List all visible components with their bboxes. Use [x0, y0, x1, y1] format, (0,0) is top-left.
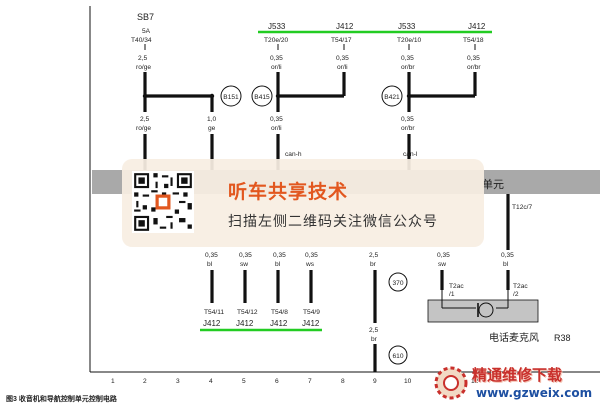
microphone-code: R38	[554, 333, 571, 343]
ground-size: 2,5	[369, 327, 378, 334]
low-color-4: ws	[305, 261, 315, 268]
overlay-subtitle: 扫描左侧二维码关注微信公众号	[228, 214, 438, 230]
mid-size-1: 2,5	[140, 116, 149, 123]
gear-logo-icon	[434, 366, 468, 400]
low-size-1: 0,35	[205, 252, 218, 259]
mid-size-4: 0,35	[401, 116, 414, 123]
top-color-3: or/br	[401, 64, 415, 71]
splice-b421	[381, 85, 403, 107]
top-size-4: 0,35	[467, 55, 480, 62]
splice-b415	[251, 85, 273, 107]
grid-10: 10	[404, 378, 412, 385]
low-color-6: sw	[438, 261, 446, 268]
microphone-label: 电话麦克风	[489, 331, 539, 344]
mic-pin-1-a: T2ac	[449, 283, 464, 290]
top-ref-4: J412	[468, 22, 486, 31]
grid-2: 2	[143, 378, 147, 385]
top-pin-4: T54/18	[463, 37, 484, 44]
fuse-rating: 5A	[142, 28, 151, 35]
low-size-7: 0,35	[501, 252, 514, 259]
low-pin-2: T54/12	[237, 309, 258, 316]
top-pin-2: T54/17	[331, 37, 352, 44]
splice-b151-label: B151	[223, 94, 239, 101]
top-ref-1: J533	[268, 22, 286, 31]
top-size-3: 0,35	[401, 55, 414, 62]
low-ref-4: J412	[302, 319, 320, 328]
fuse-name: SB7	[137, 12, 154, 22]
ground-ref-370	[388, 272, 408, 292]
top-color-4: or/br	[467, 64, 481, 71]
overlay-title: 听车共享技术	[228, 181, 349, 203]
low-size-5: 2,5	[369, 252, 378, 259]
fuse-wire-size: 2,5	[138, 55, 147, 62]
low-color-2: sw	[240, 261, 248, 268]
grid-8: 8	[341, 378, 345, 385]
low-color-1: bl	[207, 261, 213, 268]
mic-pin-1-b: /1	[449, 291, 455, 298]
fuse-wire-color: ro/ge	[136, 64, 151, 71]
top-color-1: or/li	[271, 64, 282, 71]
watermark-url: www.gzweix.com	[476, 386, 593, 400]
grid-1: 1	[111, 378, 115, 385]
grid-12: 12	[471, 378, 479, 385]
low-color-7: bl	[503, 261, 509, 268]
watermark-title: 精通维修下载	[472, 366, 563, 384]
top-ref-2: J412	[336, 22, 354, 31]
mid-size-3: 0,35	[270, 116, 283, 123]
grid-9: 9	[373, 378, 377, 385]
splice-b151	[220, 85, 242, 107]
microphone-body	[427, 299, 539, 323]
grid-4: 4	[209, 378, 213, 385]
ground-ref-610	[388, 345, 408, 365]
ground-ref-370-label: 370	[392, 280, 403, 287]
splice-b421-label: B421	[384, 94, 400, 101]
qr-code-icon	[132, 171, 194, 233]
top-size-2: 0,35	[336, 55, 349, 62]
grid-6: 6	[275, 378, 279, 385]
mid-size-2: 1,0	[207, 116, 216, 123]
fuse-pin: T40/34	[131, 37, 152, 44]
low-size-2: 0,35	[239, 252, 252, 259]
mid-color-4: or/br	[401, 125, 415, 132]
top-size-1: 0,35	[270, 55, 283, 62]
low-color-5: br	[370, 261, 377, 268]
low-size-4: 0,35	[305, 252, 318, 259]
top-ref-3: J533	[398, 22, 416, 31]
figure-caption: 图3 收音机和导航控制单元控制电路	[6, 394, 118, 403]
ground-color: br	[371, 336, 378, 343]
mid-color-2: ge	[208, 125, 216, 132]
module-label: 单元	[482, 178, 504, 191]
splice-b415-label: B415	[254, 94, 270, 101]
right-top-pin: T12c/7	[512, 204, 532, 211]
top-pin-1: T20e/20	[264, 37, 289, 44]
low-pin-3: T54/8	[271, 309, 288, 316]
low-color-3: bl	[275, 261, 281, 268]
grid-5: 5	[242, 378, 246, 385]
low-size-3: 0,35	[273, 252, 286, 259]
promo-overlay: 听车共享技术 扫描左侧二维码关注微信公众号	[122, 159, 484, 247]
low-size-6: 0,35	[437, 252, 450, 259]
mic-pin-2-b: /2	[513, 291, 519, 298]
low-ref-2: J412	[236, 319, 254, 328]
low-pin-4: T54/9	[303, 309, 320, 316]
bus-can-h: can-h	[285, 151, 302, 158]
low-ref-3: J412	[270, 319, 288, 328]
microphone-icon	[478, 302, 494, 318]
bus-can-l: can-l	[403, 151, 418, 158]
grid-7: 7	[308, 378, 312, 385]
grid-3: 3	[176, 378, 180, 385]
mid-color-3: or/li	[271, 125, 282, 132]
low-pin-1: T54/11	[204, 309, 224, 316]
grid-numbers: 1 2 3 4 5 6 7 8 9 10 11 12	[111, 378, 479, 385]
top-pin-3: T20e/10	[397, 37, 422, 44]
mid-color-1: ro/ge	[136, 125, 151, 132]
site-watermark: 精通维修下载 www.gzweix.com	[430, 362, 600, 408]
top-color-2: or/li	[337, 64, 348, 71]
low-ref-1: J412	[203, 319, 221, 328]
mic-pin-2-a: T2ac	[513, 283, 528, 290]
ground-ref-610-label: 610	[392, 353, 403, 360]
